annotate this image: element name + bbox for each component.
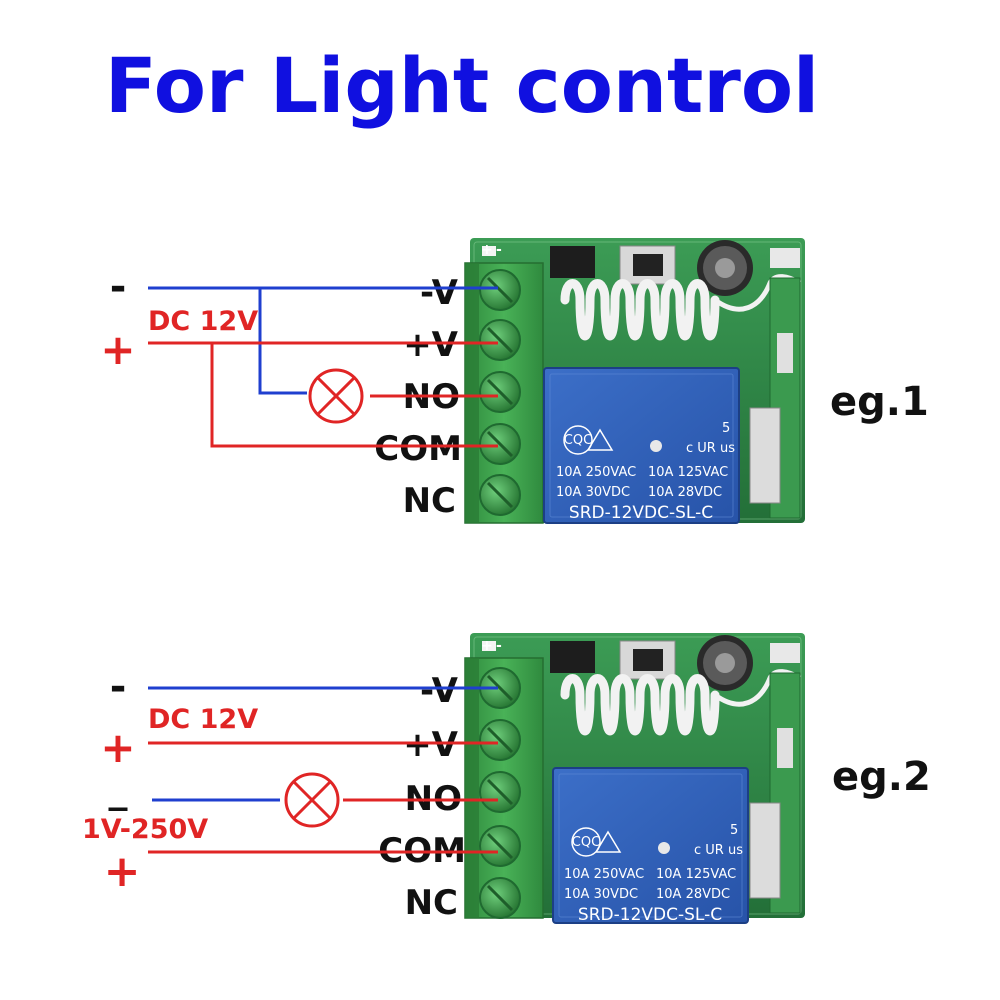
supply-minus-sign: - xyxy=(110,664,127,710)
load-label: 1V-250V xyxy=(82,814,208,845)
wires xyxy=(148,686,498,854)
pcb-plus-mark: + xyxy=(481,638,493,654)
rating-2-left: 10A 30VDC xyxy=(564,887,638,902)
example-label: eg.2 xyxy=(832,754,931,800)
wires xyxy=(148,286,498,448)
rating-2-right: 10A 28VDC xyxy=(648,485,722,500)
terminal-labels: -V +V NO COM NC xyxy=(374,273,462,521)
terminal-label-nc: NC xyxy=(403,481,456,521)
relay-model: SRD-12VDC-SL-C xyxy=(578,905,722,925)
rating-1-left: 10A 250VAC xyxy=(556,465,636,480)
example-1: + - CQC c UR us 5 10A 250VAC 10A 125VAC … xyxy=(100,238,929,523)
rating-1-left: 10A 250VAC xyxy=(564,867,644,882)
supply-plus-sign: + xyxy=(100,325,135,374)
example-label: eg.1 xyxy=(830,379,929,425)
terminal-label-pos-v: +V xyxy=(403,325,458,365)
terminal-label-neg-v: -V xyxy=(420,671,459,711)
relay-number: 5 xyxy=(722,421,730,436)
relay-module: + - CQC c UR us 5 10A 250VAC 10A 125VAC … xyxy=(465,633,805,925)
relay-model: SRD-12VDC-SL-C xyxy=(569,503,713,523)
pcb-plus-mark: + xyxy=(481,242,493,258)
terminal-label-pos-v: +V xyxy=(403,725,458,765)
rating-1-right: 10A 125VAC xyxy=(648,465,728,480)
wire-pos-to-com xyxy=(210,343,498,448)
example-2: + - CQC c UR us 5 10A 250VAC 10A 125VAC … xyxy=(82,633,931,925)
ul-mark: c UR us xyxy=(686,441,735,456)
terminal-label-nc: NC xyxy=(405,883,458,923)
load-minus-sign: _ xyxy=(109,767,128,811)
wire-neg-to-lamp xyxy=(258,288,307,395)
cqc-mark: CQC xyxy=(564,433,592,448)
supply-label: DC 12V xyxy=(148,306,258,337)
supply-minus-sign: - xyxy=(110,264,127,310)
terminal-label-neg-v: -V xyxy=(420,273,459,313)
supply-plus-sign: + xyxy=(100,723,135,772)
pcb-minus-mark: - xyxy=(496,242,502,258)
page-title: For Light control xyxy=(105,41,819,130)
relay-markings: CQC c UR us 5 10A 250VAC 10A 125VAC 10A … xyxy=(556,421,735,523)
lamp-icon xyxy=(284,772,340,828)
ul-mark: c UR us xyxy=(694,843,743,858)
supply-label: DC 12V xyxy=(148,704,258,735)
lamp-icon xyxy=(308,368,364,424)
relay-number: 5 xyxy=(730,823,738,838)
cqc-mark: CQC xyxy=(572,835,600,850)
pcb-minus-mark: - xyxy=(496,638,502,654)
terminal-screws xyxy=(479,667,521,919)
rating-2-right: 10A 28VDC xyxy=(656,887,730,902)
relay-markings: CQC c UR us 5 10A 250VAC 10A 125VAC 10A … xyxy=(564,823,743,925)
terminal-label-com: COM xyxy=(374,429,462,469)
rating-1-right: 10A 125VAC xyxy=(656,867,736,882)
rating-2-left: 10A 30VDC xyxy=(556,485,630,500)
terminal-labels: -V +V NO COM NC xyxy=(378,671,466,923)
relay-module: + - CQC c UR us 5 10A 250VAC 10A 125VAC … xyxy=(465,238,805,523)
load-plus-sign: + xyxy=(104,846,141,897)
terminal-screws xyxy=(479,269,521,516)
